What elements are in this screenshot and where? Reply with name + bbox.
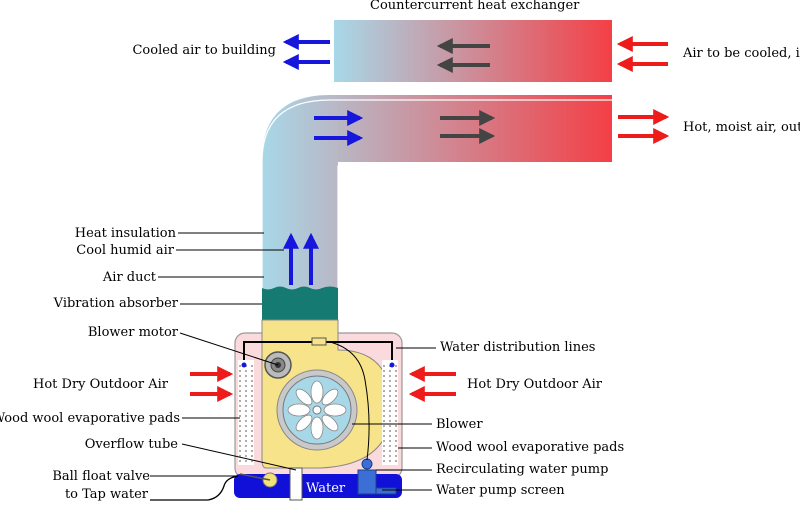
label-blower: Blower <box>436 417 483 432</box>
exchanger-upper-channel <box>334 20 612 82</box>
label-recirc-pump: Recirculating water pump <box>436 462 609 477</box>
label-pads-left: Wood wool evaporative pads <box>0 411 180 426</box>
label-cool-humid-air: Cool humid air <box>76 243 174 258</box>
label-ball-float: Ball float valve <box>52 469 150 484</box>
label-water: Water <box>306 481 346 496</box>
duct-insulation-outline <box>261 99 612 290</box>
label-pads-right: Wood wool evaporative pads <box>436 440 625 455</box>
overflow-tube <box>289 467 303 501</box>
exchanger-lower-channel <box>262 95 612 290</box>
label-tap-water: to Tap water <box>64 487 148 502</box>
label-hot-moist-out: Hot, moist air, out <box>683 120 800 135</box>
ball-float-arm <box>239 473 271 481</box>
pump-riser-pipe <box>329 341 370 461</box>
evaporative-pad-right <box>382 360 398 465</box>
distribution-connector <box>311 337 327 346</box>
label-air-to-be-cooled: Air to be cooled, in <box>683 46 800 61</box>
leader-lines <box>150 232 436 491</box>
duct-insulation-outline-inner <box>337 165 612 290</box>
diagram-title: Countercurrent heat exchanger <box>370 0 580 13</box>
recirculating-pump-icon <box>357 458 397 495</box>
evaporative-pad-left <box>238 360 254 465</box>
label-hot-dry-right: Hot Dry Outdoor Air <box>467 377 602 392</box>
label-air-duct: Air duct <box>102 270 156 285</box>
label-heat-insulation: Heat insulation <box>74 226 176 241</box>
label-overflow-tube: Overflow tube <box>84 437 178 452</box>
drip-left-icon <box>241 362 247 368</box>
vibration-absorber <box>262 286 338 320</box>
label-cooled-air: Cooled air to building <box>132 43 276 58</box>
label-hot-dry-left: Hot Dry Outdoor Air <box>33 377 168 392</box>
label-water-distribution: Water distribution lines <box>440 340 596 355</box>
label-vibration-absorber: Vibration absorber <box>53 296 178 311</box>
blower-blades-icon <box>287 380 347 440</box>
drip-right-icon <box>389 362 395 368</box>
tap-water-pipe <box>150 475 239 501</box>
label-pump-screen: Water pump screen <box>436 483 565 498</box>
label-blower-motor: Blower motor <box>87 325 178 340</box>
blower-hub <box>312 405 322 415</box>
